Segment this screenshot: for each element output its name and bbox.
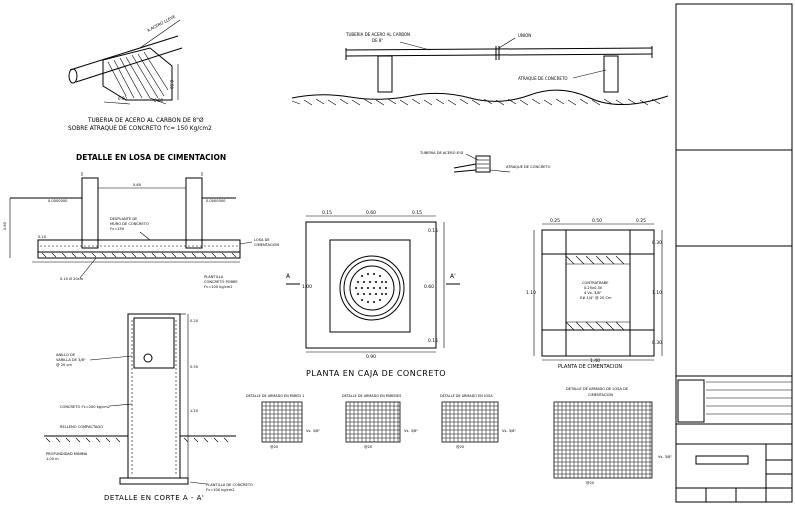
section-title: DETALLE EN CORTE A - A' — [104, 494, 204, 502]
slab-bottom-note-3: f'c=100 kg/cm2 — [204, 285, 233, 289]
plan-dim-right-top: 0.15 — [428, 228, 438, 234]
section-cut: 0.20 0.50 1.20 ANILLO DE VARILLA DE 3/8"… — [44, 313, 253, 502]
slab-bottom-note-1: PLANTILLA — [204, 275, 224, 279]
section-note-1c: @ 20 cm — [56, 363, 72, 367]
grid4-title-2: CIMENTACION — [588, 393, 613, 397]
section-label-top: 0.20 — [190, 319, 199, 323]
slab-section: DETALLE EN LOSA DE CIMENTACION 0.60 0.00… — [3, 153, 279, 289]
plan-box-title: PLANTA EN CAJA DE CONCRETO — [306, 369, 446, 378]
profile-pipe-label-1: TUBERIA DE ACERO AL CARBON — [345, 32, 410, 37]
profile-support-label: ATRAQUE DE CONCRETO — [518, 76, 568, 81]
pipe-profile: TUBERIA DE ACERO AL CARBON DE 8" UNION A… — [291, 32, 669, 106]
section-note-1a: ANILLO DE — [56, 353, 76, 357]
grid3-note2: @20 — [456, 445, 465, 449]
plan-dim-right-mid: 0.60 — [424, 284, 434, 290]
small-support-detail: TUBERIA DE ACERO 8"Ø ATRAQUE DE CONCRETO — [419, 150, 551, 173]
grid1-note: Vs. 3/8" — [306, 429, 320, 433]
foundation-note-2: 0.25x0.30 — [584, 286, 603, 290]
grid3-note: Vs. 3/8" — [502, 429, 516, 433]
slab-bottom-note-2: CONCRETO POBRE — [204, 280, 238, 284]
plan-dim-left: 1.00 — [302, 284, 312, 290]
grid2-note: Vs. 3/8" — [404, 429, 418, 433]
title-block — [675, 3, 793, 503]
section-note-4a: PROFUNDIDAD MINIMA — [46, 452, 88, 456]
grid1-note2: @20 — [270, 445, 279, 449]
slab-dim-top: 0.60 — [133, 183, 142, 187]
plan-dim-top-right: 0.15 — [412, 210, 422, 216]
grid3-title: DETALLE DE ARMADO EN LOSA — [440, 394, 493, 398]
foundation-dim-right-bot: 0.30 — [652, 340, 662, 346]
plan-concrete-box: 0.15 0.60 0.15 0.15 0.60 0.15 1.00 0.90 … — [286, 210, 460, 378]
plan-dim-top-mid: 0.60 — [366, 210, 376, 216]
foundation-plan: CONTRATRABE 0.25x0.30 4 Vs. 3/8" E# 1/4"… — [526, 218, 663, 370]
section-note-2: CONCRETO f'c=200 kg/cm2 — [60, 405, 110, 409]
rebar-grid-2 — [345, 401, 401, 443]
section-note-1b: VARILLA DE 3/8" — [56, 358, 86, 362]
pipe-support-detail: A.ACERO LLEVE 0.50 0.60 0.60 TUBERIA DE … — [68, 14, 212, 132]
dim-depth: 0.60 — [154, 98, 163, 103]
manhole-perforations — [355, 273, 387, 303]
foundation-note-3: 4 Vs. 3/8" — [584, 291, 602, 295]
section-note-right-b: f'c=100 kg/cm2 — [206, 488, 235, 492]
grid4-note2: @20 — [586, 481, 595, 485]
slab-note-2: MURO DE CONCRETO — [110, 222, 149, 226]
section-note-3: RELLENO COMPACTADO — [60, 425, 103, 429]
dim-height: 0.50 — [169, 80, 174, 89]
foundation-title: PLANTA DE CIMENTACION — [558, 364, 622, 370]
section-note-right-a: PLANTILLA DE CONCRETO — [206, 483, 253, 487]
foundation-note-1: CONTRATRABE — [582, 281, 609, 285]
foundation-dim-right-mid: 1.10 — [652, 290, 662, 296]
profile-pipe-label-2: DE 8" — [372, 38, 383, 43]
pipe-caption-line1: TUBERIA DE ACERO AL CARBON DE 8"Ø — [87, 117, 204, 124]
pipe-caption-line2: SOBRE ATRAQUE DE CONCRETO f'c= 150 Kg/cm… — [68, 126, 212, 132]
section-label-low: 1.20 — [190, 409, 199, 413]
grid4-note: Vs. 3/8" — [658, 455, 672, 459]
slab-label-slab-1: LOSA DE — [254, 238, 270, 242]
plan-dim-bottom: 0.90 — [366, 354, 376, 360]
grid2-note2: @20 — [364, 445, 373, 449]
foundation-dim-top-right: 0.25 — [636, 218, 646, 224]
dim-width: 0.60 — [118, 96, 127, 101]
foundation-dim-top-left: 0.25 — [550, 218, 560, 224]
foundation-dim-top-mid: 0.50 — [592, 218, 602, 224]
slab-note-1: DESPLANTE DE — [110, 217, 138, 221]
plan-dim-right-bot: 0.15 — [428, 338, 438, 344]
small-pipe-label: TUBERIA DE ACERO 8"Ø — [419, 150, 463, 155]
slab-label-left: 0.0000000 — [48, 199, 68, 203]
foundation-dim-left: 1.10 — [526, 290, 536, 296]
slab-label-slab-2: CIMENTACION — [254, 243, 279, 247]
rebar-grid-3 — [441, 401, 499, 443]
section-marker-right: A' — [450, 273, 456, 280]
small-support-label: ATRAQUE DE CONCRETO — [506, 165, 551, 169]
grid1-title: DETALLE DE ARMADO EN PARED 1 — [246, 394, 304, 398]
rebar-grid-1 — [261, 401, 303, 443]
profile-union-label: UNION — [518, 33, 531, 38]
section-note-4b: 1.00 m — [46, 457, 59, 461]
foundation-note-4: E# 1/4" @ 20 Cm — [580, 296, 612, 300]
slab-note-3: f'c=150 — [110, 227, 125, 231]
grids: DETALLE DE ARMADO EN PARED 1 Vs. 3/8" @2… — [246, 387, 672, 485]
slab-label-right: 0.0000000 — [206, 199, 226, 203]
slab-dim-side: 0.80 — [3, 221, 7, 230]
grid2-title: DETALLE DE ARMADO EN PAREDES — [342, 394, 401, 398]
foundation-dim-right-top: 0.30 — [652, 240, 662, 246]
grid4-title-1: DETALLE DE ARMADO DE LOSA DE — [566, 387, 629, 391]
foundation-dim-bottom: 1.40 — [590, 358, 600, 364]
plan-dim-top-left: 0.15 — [322, 210, 332, 216]
section-marker-left: A — [286, 273, 291, 280]
section-label-mid: 0.50 — [190, 365, 199, 369]
pipe-leader-label: A.ACERO LLEVE — [146, 14, 176, 33]
slab-title: DETALLE EN LOSA DE CIMENTACION — [76, 153, 226, 162]
slab-label-small: 0.10 — [38, 235, 47, 239]
slab-label-bottom: 0.10 Ø 20cm — [60, 276, 84, 281]
rebar-grid-4 — [553, 401, 653, 479]
